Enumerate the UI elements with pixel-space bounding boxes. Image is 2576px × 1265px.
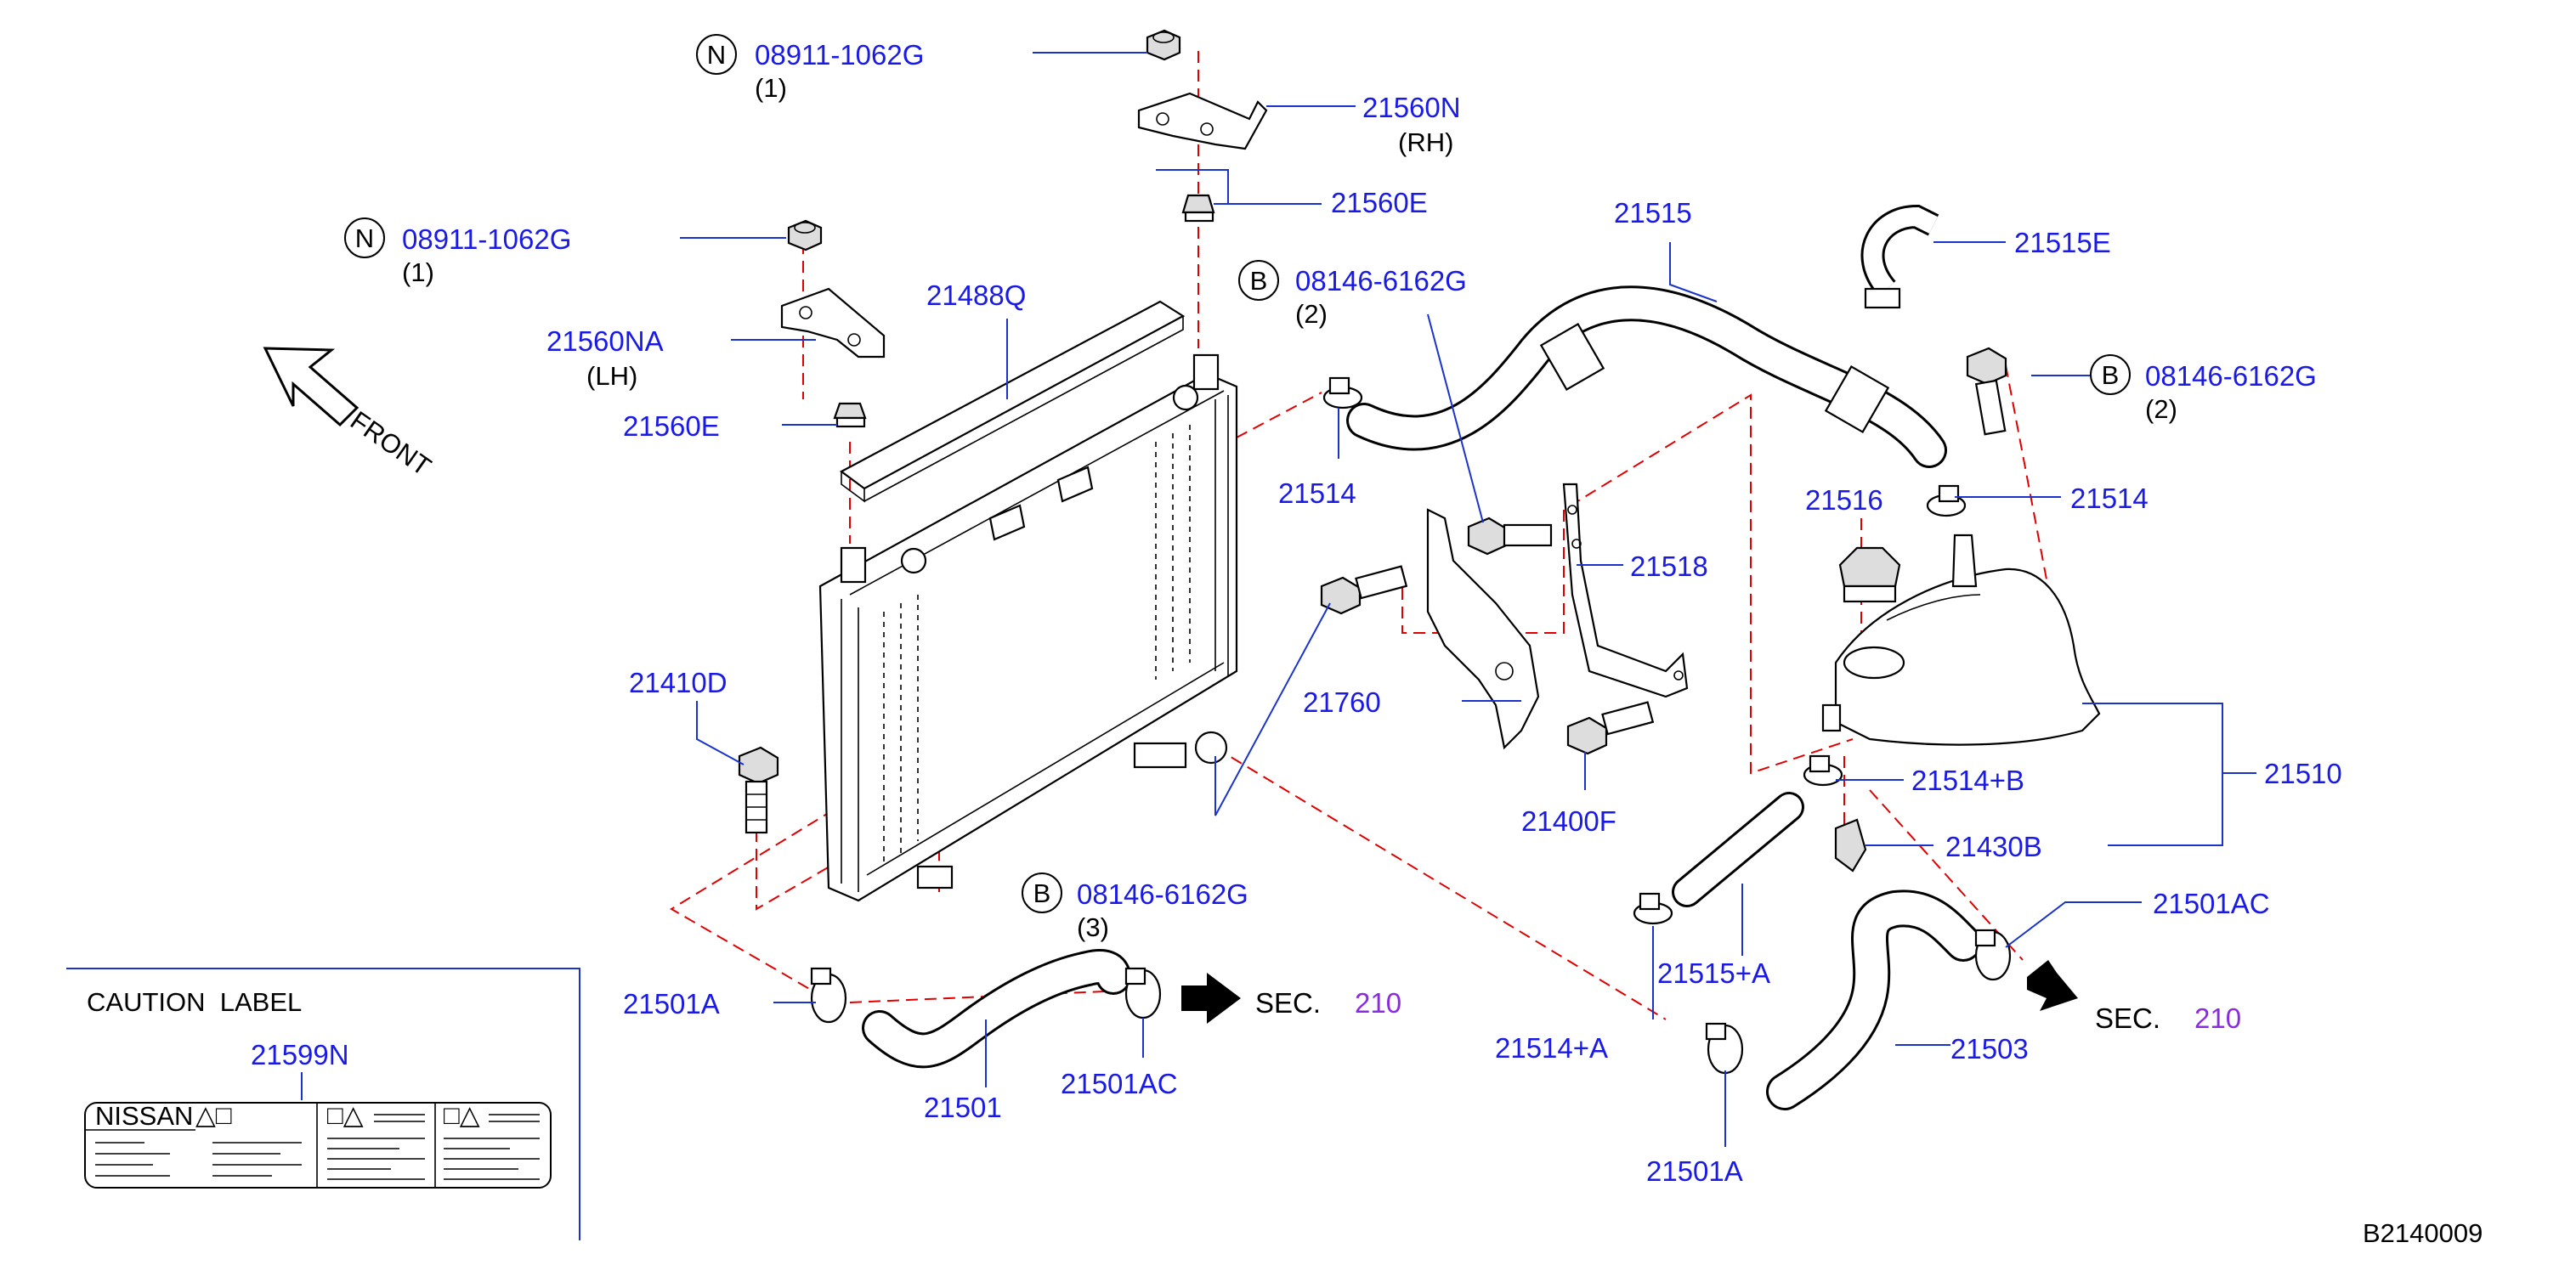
part-bolt-b-mid [1320,565,1408,615]
part-clamp-21501ac-left [1124,967,1162,1019]
part-clamp-21501a-bottom [1705,1022,1744,1075]
label-21760: 21760 [1303,686,1381,718]
front-arrow-icon [263,347,360,427]
label-b3-qty: (3) [1077,912,1109,942]
label-21501ac-left: 21501AC [1061,1068,1178,1099]
marker-b-1: B [1238,260,1279,301]
caution-symbols-3: □△ [444,1100,480,1130]
caution-label-card [84,1102,552,1189]
label-21410d: 21410D [629,667,728,698]
label-b2-qty: (2) [2145,394,2177,424]
part-bracket-rh [1137,92,1268,150]
part-bolt-b-right [1966,347,2007,436]
marker-b-3-letter: B [1033,878,1051,908]
label-21599n: 21599N [251,1039,349,1070]
part-hose-21515 [1346,285,1947,468]
caution-label-panel: CAUTION LABEL 21599N NISSAN △□ □△ □△ [66,968,580,1240]
label-21488q: 21488Q [926,280,1026,311]
label-21503: 21503 [1950,1033,2029,1065]
part-grommet-top [1181,194,1215,223]
part-cap-21516 [1838,546,1901,603]
label-lh: (LH) [586,361,637,391]
part-bracket-21518 [1562,483,1689,698]
marker-b-2: B [2090,354,2131,395]
sec-arrow-left-icon [1181,973,1241,1024]
front-label: FRONT [345,405,437,482]
label-n1: 08911-1062G [755,39,924,71]
part-nut-top [1146,29,1181,61]
marker-n-2: N [344,217,385,258]
sec-right-label: SEC. [2095,1002,2160,1034]
label-21516: 21516 [1805,484,1883,516]
part-bracket-lh [780,287,886,359]
part-clamp-21501a-left [810,967,847,1024]
caution-title: CAUTION LABEL [87,987,302,1017]
part-clip-21514-left [1322,376,1363,409]
leader-lines [680,52,2256,1147]
part-hose-21515a [1672,792,1804,907]
part-bolt-b-top [1467,517,1553,556]
label-21501: 21501 [924,1092,1002,1123]
marker-n-1-letter: N [707,40,726,70]
label-n2: 08911-1062G [402,223,571,255]
part-grommet-left [833,402,867,428]
part-clip-21514a [1633,892,1673,925]
part-shroud-21760 [1426,508,1540,750]
caution-symbols-1: △□ [195,1100,232,1130]
marker-b-1-letter: B [1250,266,1268,296]
caution-symbols-2: □△ [327,1100,364,1130]
label-b1-qty: (2) [1295,299,1328,329]
label-21560e-left: 21560E [623,410,720,442]
marker-b-2-letter: B [2102,360,2120,390]
part-clip-21514b [1803,754,1843,787]
label-21560n: 21560N [1362,92,1461,123]
label-n2-qty: (1) [402,257,434,287]
marker-n-1: N [696,34,737,75]
sec-left-label: SEC. [1255,987,1321,1019]
label-b3: 08146-6162G [1077,878,1248,910]
label-21518: 21518 [1630,551,1708,582]
label-n1-qty: (1) [755,73,787,103]
label-21514a: 21514+A [1495,1032,1608,1064]
part-nut-left [787,219,823,251]
label-21514-left: 21514 [1278,477,1356,509]
part-seal-21488q [839,300,1186,503]
part-clip-21514-right [1926,484,1967,517]
label-21510: 21510 [2264,758,2342,789]
part-bolt-21400f [1566,701,1655,755]
label-21514b: 21514+B [1911,765,2024,796]
label-21501a-left: 21501A [623,988,720,1019]
part-clamp-21501ac-right [1974,929,2012,981]
part-bolt-21410d [738,746,779,834]
marker-b-3: B [1022,873,1062,913]
label-21430b: 21430B [1945,831,2042,862]
sec-right-num: 210 [2194,1002,2241,1034]
label-21515e: 21515E [2014,227,2111,258]
diagram-id: B2140009 [2363,1218,2483,1248]
label-21514-right: 21514 [2070,483,2149,514]
label-21560e-top: 21560E [1331,187,1428,218]
label-21560na: 21560NA [546,325,664,357]
part-reservoir-21510 [1821,534,2101,746]
part-clamp-21515e [1860,204,1939,309]
label-21515: 21515 [1614,197,1692,229]
part-hose-21503 [1766,889,1982,1110]
part-hose-21501 [862,949,1131,1069]
label-rh: (RH) [1398,127,1453,157]
label-21515a: 21515+A [1657,957,1770,989]
label-21501a-bottom: 21501A [1646,1155,1743,1187]
part-stopper-21430b [1834,818,1867,873]
marker-n-2-letter: N [355,223,374,253]
label-b1: 08146-6162G [1295,265,1467,296]
label-b2: 08146-6162G [2145,360,2317,392]
caution-brand: NISSAN [95,1101,193,1131]
label-21400f: 21400F [1521,805,1616,837]
sec-left-num: 210 [1355,987,1401,1019]
sec-arrow-right-icon [2027,960,2078,1011]
label-21501ac-right: 21501AC [2153,888,2270,919]
part-radiator [818,353,1238,902]
